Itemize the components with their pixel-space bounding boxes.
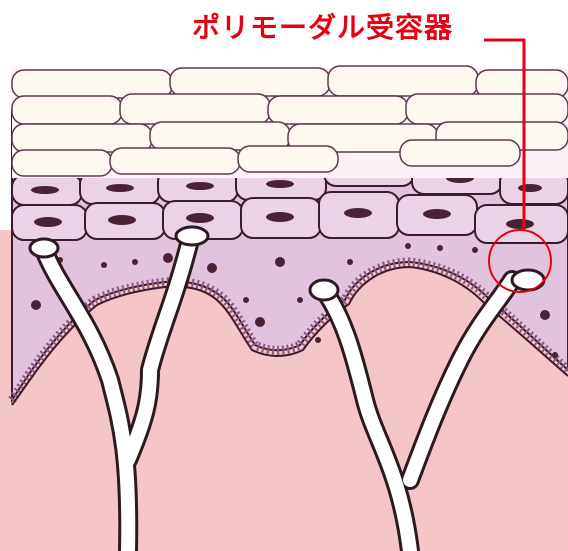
polymodal-receptor-label: ポリモーダル受容器 xyxy=(192,11,453,45)
stratum-corneum xyxy=(12,66,568,178)
